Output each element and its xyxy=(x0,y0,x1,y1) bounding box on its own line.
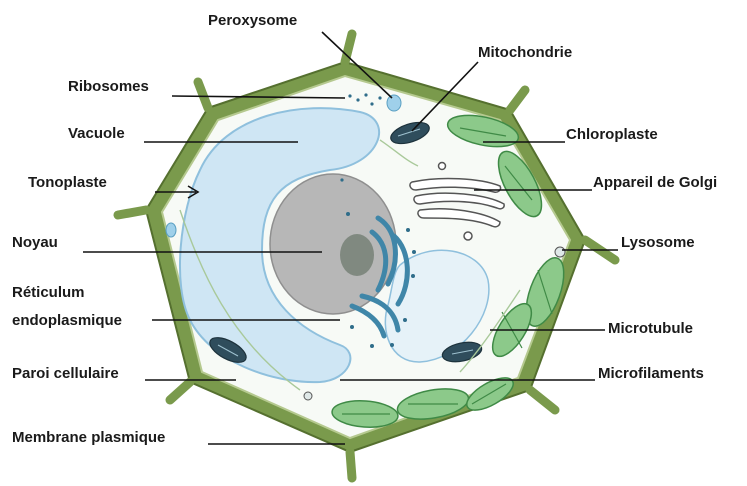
label-membrane: Membrane plasmique xyxy=(12,429,165,446)
label-ribosomes: Ribosomes xyxy=(68,78,149,95)
label-golgi: Appareil de Golgi xyxy=(593,174,717,191)
label-vacuole: Vacuole xyxy=(68,125,125,142)
peroxysome xyxy=(387,95,401,111)
label-microfilaments: Microfilaments xyxy=(598,365,704,382)
label-chloroplaste: Chloroplaste xyxy=(566,126,658,143)
label-reticulum-line2: endoplasmique xyxy=(12,312,122,329)
label-microtubule: Microtubule xyxy=(608,320,693,337)
label-noyau: Noyau xyxy=(12,234,58,251)
label-lysosome: Lysosome xyxy=(621,234,695,251)
nucleolus xyxy=(340,234,374,276)
label-tonoplaste: Tonoplaste xyxy=(28,174,107,191)
vesicle-blue xyxy=(166,223,176,237)
label-mitochondrie: Mitochondrie xyxy=(478,44,572,61)
label-peroxysome: Peroxysome xyxy=(208,12,297,29)
nucleus xyxy=(270,174,396,314)
label-reticulum-line1: Réticulum xyxy=(12,284,85,301)
label-paroi: Paroi cellulaire xyxy=(12,365,119,382)
vesicle xyxy=(304,392,312,400)
lysosome xyxy=(555,247,565,257)
